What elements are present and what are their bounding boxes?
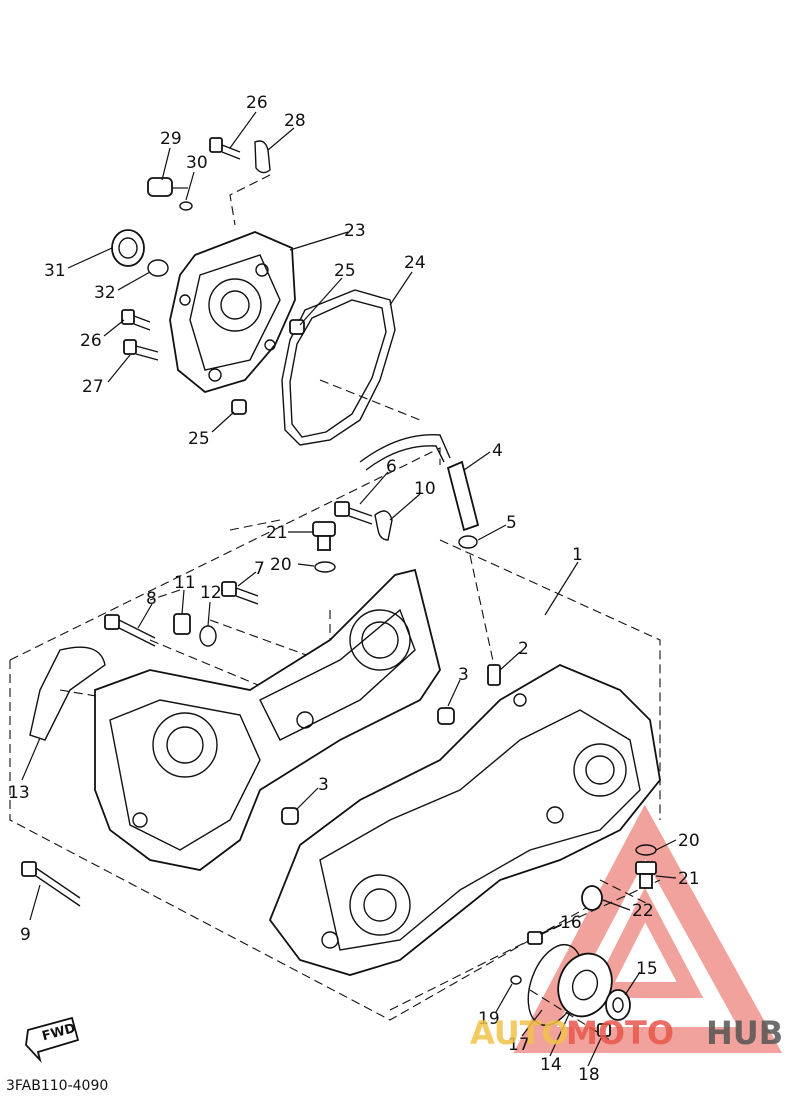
callout-3b: 3: [318, 775, 329, 795]
callout-20b: 20: [678, 831, 700, 851]
fwd-direction-badge: FWD: [25, 1016, 80, 1064]
callout-29: 29: [160, 129, 182, 149]
callout-25a: 25: [334, 261, 356, 281]
cover-small-parts: [111, 137, 305, 415]
callout-25b: 25: [188, 429, 210, 449]
callout-8: 8: [146, 589, 157, 609]
callout-32: 32: [94, 283, 116, 303]
callout-12: 12: [200, 583, 222, 603]
callout-20a: 20: [270, 555, 292, 575]
callout-4: 4: [492, 441, 503, 461]
callout-labels: 1 2 3 3 4 5 6 7 8 9 10 11 12 13 14 15 16…: [8, 93, 700, 1085]
callout-31: 31: [44, 261, 66, 281]
callout-21a: 21: [266, 523, 288, 543]
callout-15: 15: [636, 959, 658, 979]
hose-and-fittings: [104, 434, 501, 825]
callout-2: 2: [518, 639, 529, 659]
callout-17: 17: [508, 1035, 530, 1055]
cover-gasket-part: [281, 289, 396, 446]
leader-lines: [21, 111, 677, 1067]
callout-13: 13: [8, 783, 30, 803]
callout-30: 30: [186, 153, 208, 173]
callout-11: 11: [174, 573, 196, 593]
watermark-moto: MOTO: [566, 1014, 674, 1052]
callout-7: 7: [254, 559, 265, 579]
callout-1: 1: [572, 545, 583, 565]
callout-24: 24: [404, 253, 426, 273]
callout-5: 5: [506, 513, 517, 533]
callout-21b: 21: [678, 869, 700, 889]
figure-code: 3FAB110-4090: [6, 1078, 108, 1094]
callout-22: 22: [632, 901, 654, 921]
watermark-triangle-logo: [513, 804, 783, 1053]
callout-27: 27: [82, 377, 104, 397]
callout-6: 6: [386, 457, 397, 477]
side-gasket-and-bolt: [21, 646, 106, 907]
lower-right-parts: [510, 844, 657, 1037]
right-crankcase-part: [268, 663, 661, 976]
left-crankcase-part: [94, 568, 441, 871]
callout-16: 16: [560, 913, 582, 933]
watermark-text: AUTO MOTO HUB: [470, 1014, 783, 1052]
callout-19: 19: [478, 1009, 500, 1029]
watermark-auto: AUTO: [470, 1014, 569, 1052]
callout-23: 23: [344, 221, 366, 241]
callout-14: 14: [540, 1055, 562, 1075]
callout-18: 18: [578, 1065, 600, 1085]
callout-28: 28: [284, 111, 306, 131]
callout-3a: 3: [458, 665, 469, 685]
crankcase-cover-part: [169, 231, 296, 393]
watermark-hub: HUB: [706, 1014, 783, 1052]
callout-26a: 26: [246, 93, 268, 113]
assembly-dashed-outlines: [9, 174, 661, 1041]
callout-9: 9: [20, 925, 31, 945]
callout-10: 10: [414, 479, 436, 499]
callout-26b: 26: [80, 331, 102, 351]
